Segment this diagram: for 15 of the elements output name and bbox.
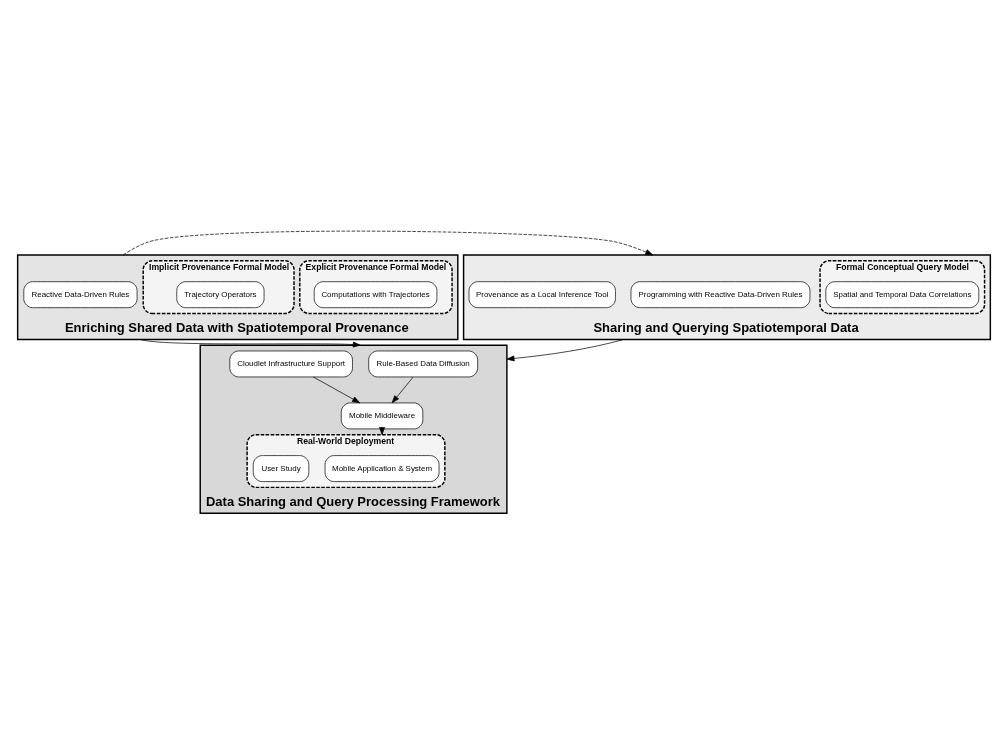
node-box: Programming with Reactive Data-Driven Rules (630, 281, 810, 309)
node-box: Rule-Based Data Diffusion (367, 350, 478, 378)
node-box: Trajectory Operators (175, 281, 264, 309)
node-box: Reactive Data-Driven Rules (22, 281, 137, 309)
arrow (122, 230, 653, 256)
node-box: Cloudlet Infrastructure Support (228, 350, 353, 378)
arrow (312, 376, 360, 404)
node-box: Computations with Trajectories (313, 281, 437, 309)
arrow (506, 339, 624, 362)
node-box: Provenance as a Local Inference Tool (468, 281, 616, 309)
arrow (391, 376, 413, 404)
arrow (139, 339, 361, 348)
node-box: Spatial and Temporal Data Correlations (824, 281, 979, 309)
node-box: User Study (252, 455, 309, 482)
node-box: Mobile Application & System (324, 455, 439, 482)
